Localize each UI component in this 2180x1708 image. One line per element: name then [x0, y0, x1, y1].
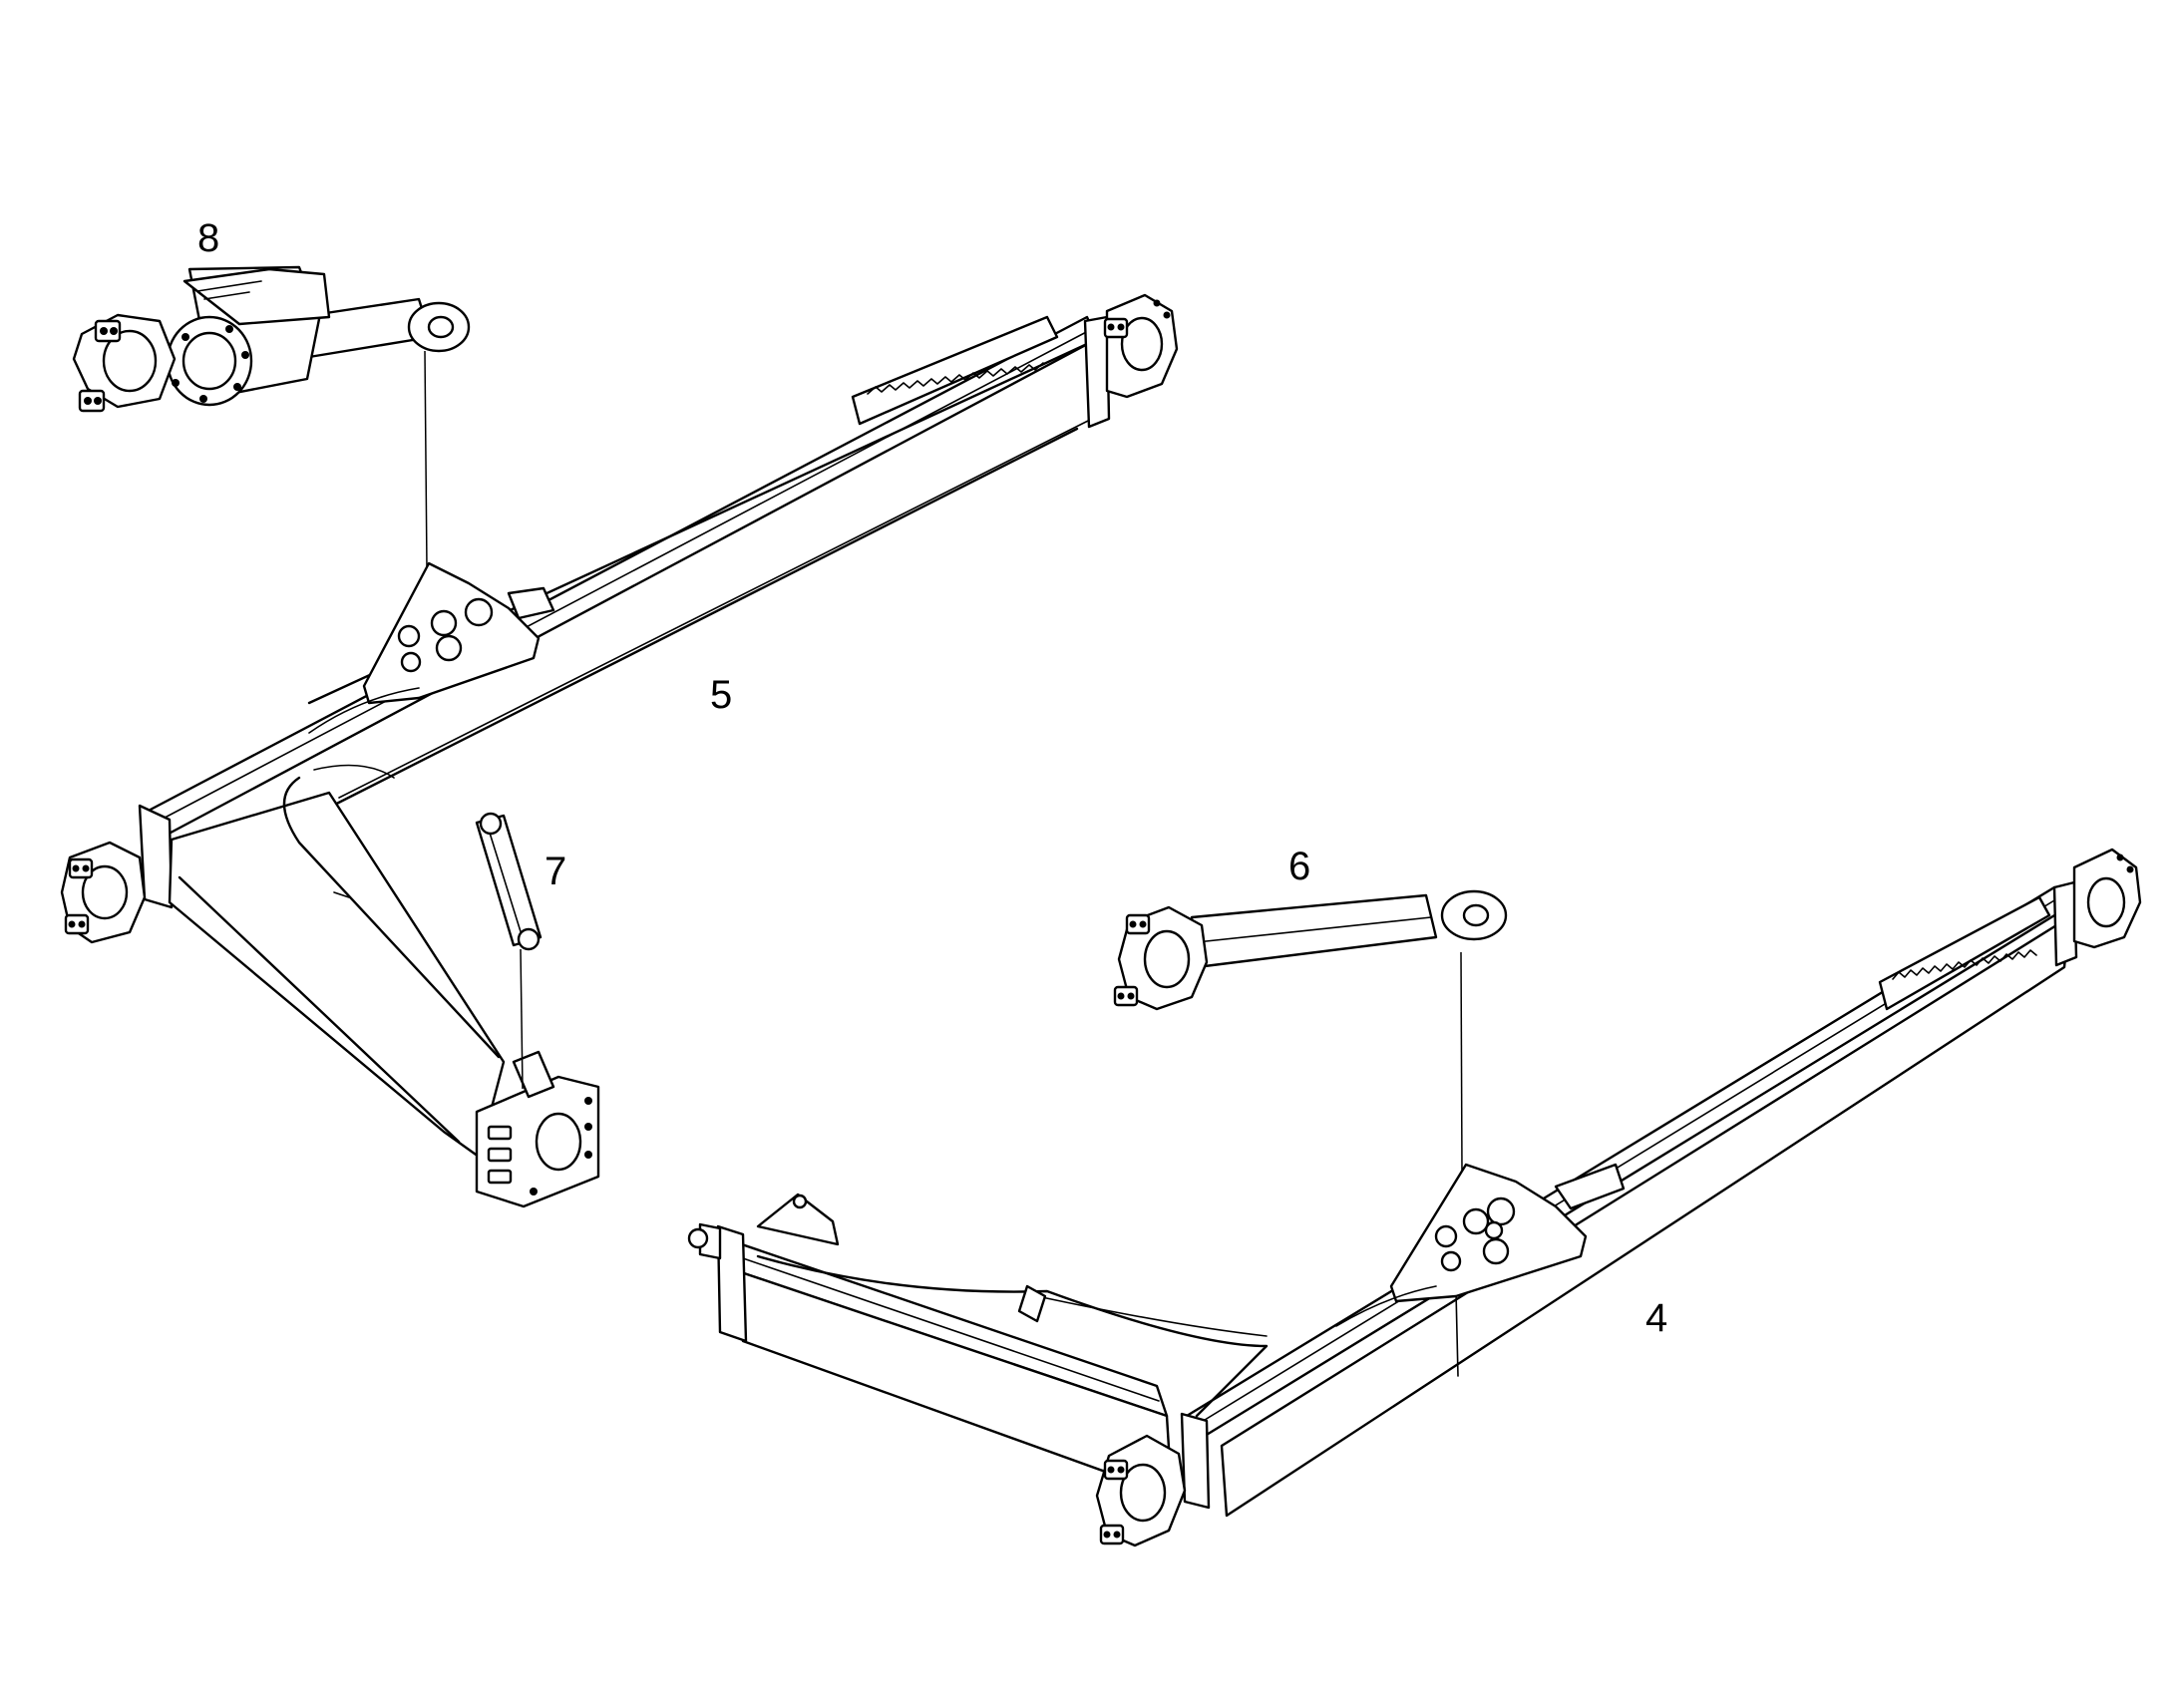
leader-7 — [520, 948, 524, 1090]
part-6-rod — [1113, 889, 1508, 1011]
leader-6 — [1460, 951, 1463, 1173]
part-8-cylinder — [72, 265, 471, 413]
callout-7: 7 — [545, 850, 566, 893]
callout-5: 5 — [710, 673, 732, 717]
part-5-frame — [60, 293, 1179, 1208]
callout-8: 8 — [197, 216, 219, 260]
part-4-frame — [687, 848, 2142, 1547]
callout-4: 4 — [1645, 1296, 1667, 1340]
part-7-link — [475, 812, 543, 951]
callout-6: 6 — [1288, 845, 1310, 888]
leader-8 — [424, 350, 428, 569]
